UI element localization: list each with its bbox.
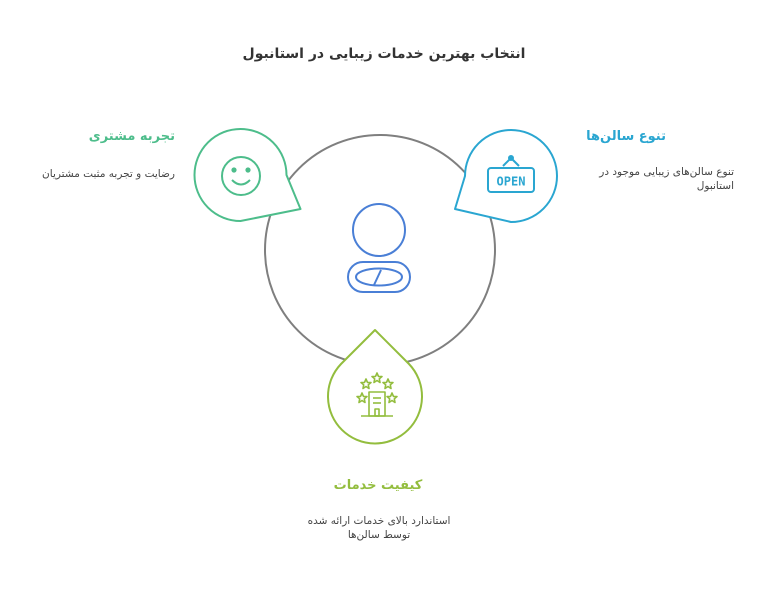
service-quality-marker: [327, 329, 423, 445]
five-star-building-icon: [356, 372, 398, 417]
customer-experience-description: رضایت و تجربه مثبت مشتریان: [42, 168, 175, 180]
salon-variety-description: تنوع سالن‌های زیبایی موجود در استانبول: [599, 166, 734, 192]
salon-variety-marker: OPEN: [454, 129, 558, 223]
customer-experience-marker: [193, 128, 302, 222]
customer-experience-heading: تجربه مشتری: [88, 129, 175, 144]
open-sign-icon: [487, 155, 535, 193]
service-quality-heading: کیفیت خدمات: [333, 478, 423, 493]
service-quality-description: استاندارد بالای خدمات ارائه شده توسط سال…: [307, 515, 451, 541]
smiley-icon: [221, 156, 261, 196]
page-title: انتخاب بهترین خدمات زیبایی در استانبول: [242, 46, 526, 62]
open-sign-text: OPEN: [497, 175, 526, 189]
mirror-icon: [347, 203, 411, 293]
salon-variety-heading: تنوع سالن‌ها: [586, 129, 666, 144]
